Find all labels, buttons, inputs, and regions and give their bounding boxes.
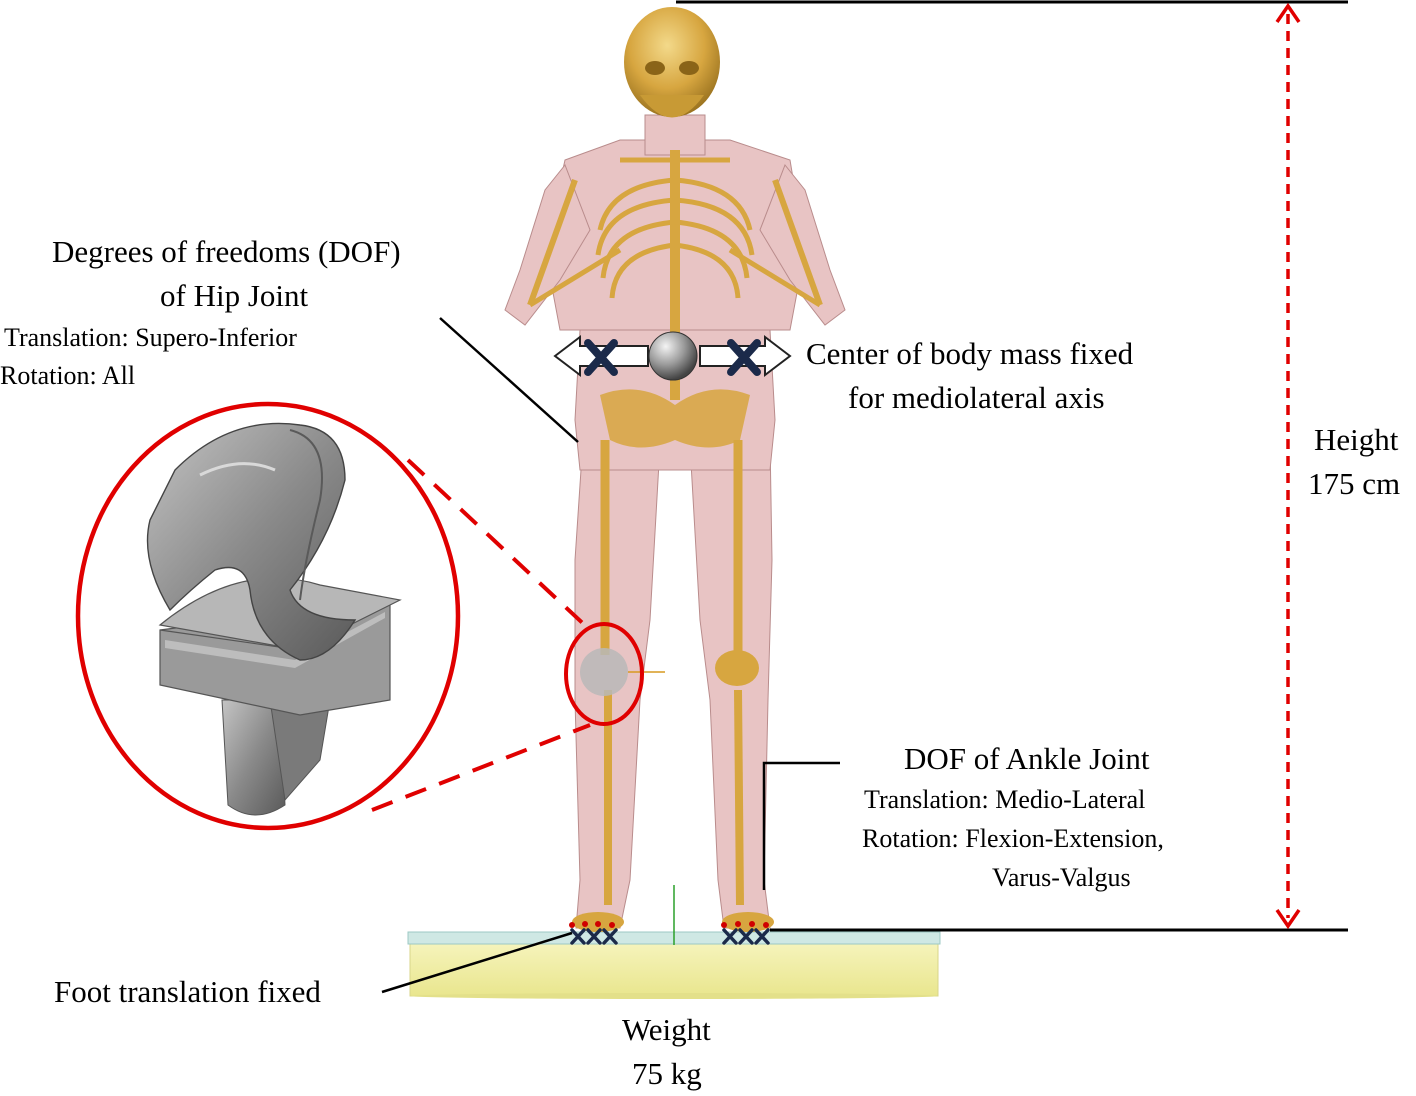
zoom-circle <box>75 401 461 831</box>
musculoskeletal-model <box>504 7 846 932</box>
force-platform <box>407 885 941 999</box>
height-value: 175 cm <box>1308 466 1401 501</box>
weight-value: 75 kg <box>632 1056 702 1091</box>
height-indicator <box>676 0 1348 932</box>
foot-translation-label: Foot translation fixed <box>54 974 321 1009</box>
hip-translation: Translation: Supero-Inferior <box>4 323 297 352</box>
height-label: Height <box>1314 422 1399 457</box>
ankle-dof-title: DOF of Ankle Joint <box>904 741 1150 776</box>
hip-dof-title: Degrees of freedoms (DOF) <box>52 234 401 269</box>
center-of-mass-indicator <box>553 331 792 381</box>
ankle-translation: Translation: Medio-Lateral <box>864 785 1146 814</box>
center-mass-label-line2: for mediolateral axis <box>848 380 1105 415</box>
knee-implant-illustration <box>146 422 402 816</box>
foot-leader-line <box>381 931 573 994</box>
foot-fixation-marks <box>570 928 770 945</box>
ankle-leader-line <box>762 761 840 890</box>
hip-rotation: Rotation: All <box>0 361 136 390</box>
ankle-rotation-line2: Varus-Valgus <box>992 863 1131 892</box>
skull <box>624 7 720 117</box>
center-mass-label: Center of body mass fixed <box>806 336 1134 371</box>
ankle-rotation: Rotation: Flexion-Extension, <box>862 824 1164 853</box>
hip-dof-title-line2: of Hip Joint <box>160 278 309 313</box>
weight-label: Weight <box>622 1012 711 1047</box>
foot-contact-points <box>569 921 769 928</box>
fixed-x-marks <box>584 339 761 376</box>
rib-cage <box>595 157 755 299</box>
hip-leader-line <box>439 317 579 443</box>
knee-highlight <box>75 401 644 831</box>
mass-ball <box>648 331 698 381</box>
